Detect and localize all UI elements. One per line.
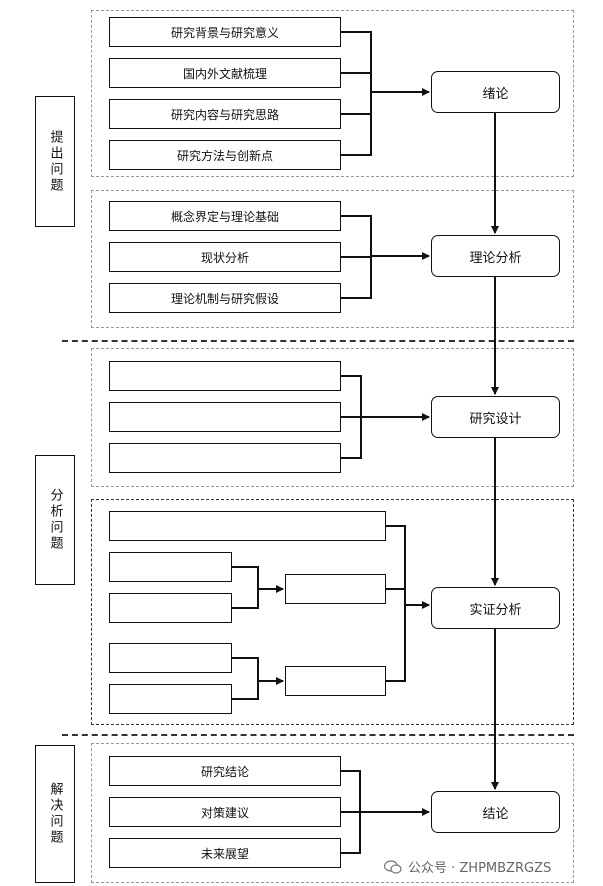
group-frame-conclusion (91, 743, 574, 883)
stage-label: 分析问题 (47, 488, 63, 552)
group-frame-design (91, 348, 574, 487)
empty-box (109, 443, 341, 473)
section-design: 研究设计 (431, 396, 560, 438)
section-theory: 理论分析 (431, 235, 560, 277)
stage-solve-problem: 解决问题 (35, 745, 75, 883)
stage-label: 提出问题 (47, 129, 63, 194)
empty-box (109, 684, 232, 714)
group-frame-empirical (91, 499, 574, 725)
empty-box (285, 574, 386, 604)
empty-box (109, 593, 232, 623)
section-conclusion: 结论 (431, 791, 560, 833)
stage-separator (62, 340, 574, 342)
empty-box (109, 511, 386, 541)
stage-analyze-problem: 分析问题 (35, 455, 75, 585)
content-box: 研究方法与创新点 (109, 140, 341, 170)
content-box: 国内外文献梳理 (109, 58, 341, 88)
empty-box (109, 402, 341, 432)
stage-separator (62, 734, 574, 736)
content-box: 对策建议 (109, 797, 341, 827)
wechat-icon (384, 859, 402, 874)
stage-raise-problem: 提出问题 (35, 96, 75, 227)
content-box: 理论机制与研究假设 (109, 283, 341, 313)
empty-box (285, 666, 386, 696)
content-box: 研究背景与研究意义 (109, 17, 341, 47)
watermark: 公众号 · ZHPMBZRGZS (384, 857, 551, 876)
empty-box (109, 361, 341, 391)
content-box: 概念界定与理论基础 (109, 201, 341, 231)
watermark-text: 公众号 · ZHPMBZRGZS (408, 861, 552, 876)
section-empirical: 实证分析 (431, 587, 560, 629)
stage-label: 解决问题 (47, 782, 63, 846)
empty-box (109, 643, 232, 673)
content-box: 现状分析 (109, 242, 341, 272)
content-box: 研究内容与研究思路 (109, 99, 341, 129)
empty-box (109, 552, 232, 582)
content-box: 未来展望 (109, 838, 341, 868)
content-box: 研究结论 (109, 756, 341, 786)
group-frame-theory (91, 190, 574, 328)
section-intro: 绪论 (431, 71, 560, 113)
group-frame-intro (91, 10, 574, 177)
